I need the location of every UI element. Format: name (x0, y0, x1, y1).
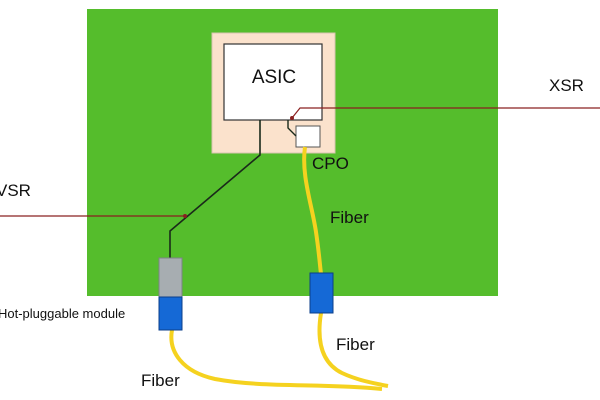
cpo-exit-fiber-label: Fiber (336, 335, 375, 354)
module-fiber-label: Fiber (141, 371, 180, 390)
asic-label: ASIC (251, 67, 297, 88)
cpo-fiber-connector (309, 272, 334, 314)
xsr-label: XSR (549, 76, 584, 95)
cpo-label: CPO (312, 154, 349, 173)
module-connector (158, 296, 183, 331)
cpo-exit-fiber (317, 312, 389, 388)
xsr-leader-dot (290, 116, 294, 120)
asic-die (223, 43, 323, 121)
cpo-fiber-label: Fiber (330, 208, 369, 227)
cpo-engine (295, 125, 321, 148)
asic-cpo-link (287, 120, 297, 137)
module-cage (158, 257, 183, 298)
vsr-label: VSR (0, 181, 31, 200)
xsr-leader-line (291, 107, 600, 119)
module-fiber (169, 329, 383, 391)
cpo-fiber (302, 146, 323, 275)
vsr-leader-dot (183, 214, 187, 218)
electrical-trace (169, 120, 261, 258)
hot-pluggable-module-label: Hot-pluggable module (0, 306, 126, 321)
